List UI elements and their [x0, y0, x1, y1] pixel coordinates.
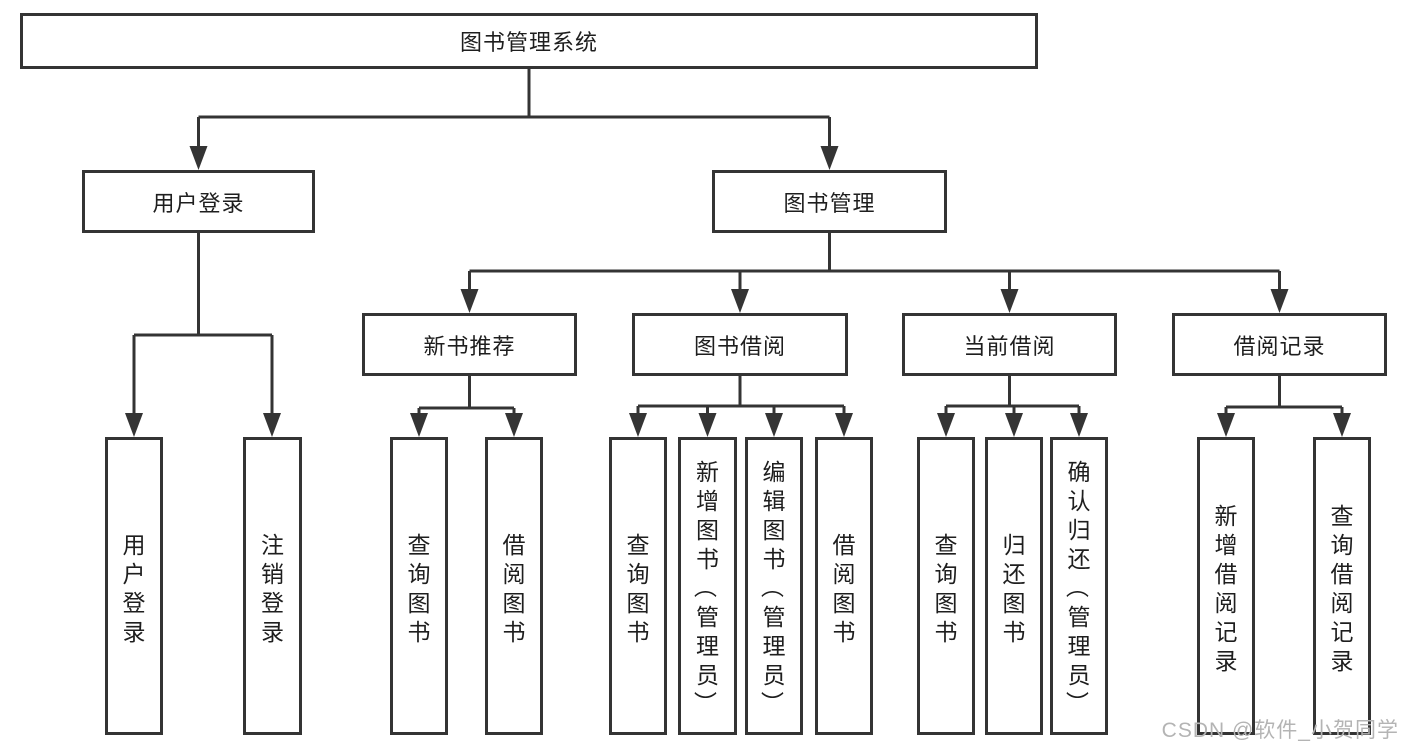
leaf-recommend-query-books: 查询图书	[390, 437, 448, 735]
node-current-borrow: 当前借阅	[902, 313, 1117, 376]
leaf-user-login: 用户登录	[105, 437, 163, 735]
leaf-confirm-return-admin: 确认归还（管理员）	[1050, 437, 1108, 735]
leaf-query-borrow-record-label: 查询借阅记录	[1330, 502, 1354, 674]
leaf-add-books-admin-label: 新增图书（管理员）	[692, 459, 720, 714]
node-new-book-recommend: 新书推荐	[362, 313, 577, 376]
node-book-borrow: 图书借阅	[632, 313, 848, 376]
leaf-logout-label: 注销登录	[261, 531, 284, 645]
leaf-borrow-query-books: 查询图书	[609, 437, 667, 735]
leaf-recommend-borrow-books-label: 借阅图书	[502, 531, 526, 645]
leaf-edit-books-admin-label: 编辑图书（管理员）	[759, 459, 786, 714]
node-book-management: 图书管理	[712, 170, 947, 233]
node-book-borrow-label: 图书借阅	[693, 333, 786, 359]
node-root-label: 图书管理系统	[459, 30, 598, 55]
leaf-current-query-books-label: 查询图书	[934, 531, 958, 645]
node-user-login-label: 用户登录	[152, 190, 245, 216]
leaf-user-login-label: 用户登录	[122, 531, 146, 645]
leaf-current-query-books: 查询图书	[917, 437, 975, 735]
node-new-book-recommend-label: 新书推荐	[423, 333, 516, 359]
leaf-add-borrow-record-label: 新增借阅记录	[1214, 502, 1238, 674]
leaf-query-borrow-record: 查询借阅记录	[1313, 437, 1371, 735]
leaf-add-borrow-record: 新增借阅记录	[1197, 437, 1255, 735]
leaf-borrow-query-books-label: 查询图书	[626, 531, 650, 645]
leaf-confirm-return-admin-label: 确认归还（管理员）	[1064, 459, 1091, 714]
node-borrow-records-label: 借阅记录	[1233, 333, 1326, 359]
node-borrow-records: 借阅记录	[1172, 313, 1387, 376]
leaf-borrow-books: 借阅图书	[815, 437, 873, 735]
leaf-return-books-label: 归还图书	[1002, 531, 1026, 645]
leaf-recommend-query-books-label: 查询图书	[407, 531, 431, 645]
leaf-borrow-books-label: 借阅图书	[832, 531, 856, 645]
node-user-login: 用户登录	[82, 170, 315, 233]
leaf-logout: 注销登录	[243, 437, 302, 735]
leaf-recommend-borrow-books: 借阅图书	[485, 437, 543, 735]
node-current-borrow-label: 当前借阅	[963, 333, 1056, 359]
csdn-watermark: CSDN @软件_小贺同学	[1161, 719, 1399, 742]
leaf-return-books: 归还图书	[985, 437, 1043, 735]
node-book-management-label: 图书管理	[783, 190, 876, 216]
leaf-edit-books-admin: 编辑图书（管理员）	[745, 437, 803, 735]
node-root-system: 图书管理系统	[20, 13, 1038, 69]
leaf-add-books-admin: 新增图书（管理员）	[678, 437, 737, 735]
